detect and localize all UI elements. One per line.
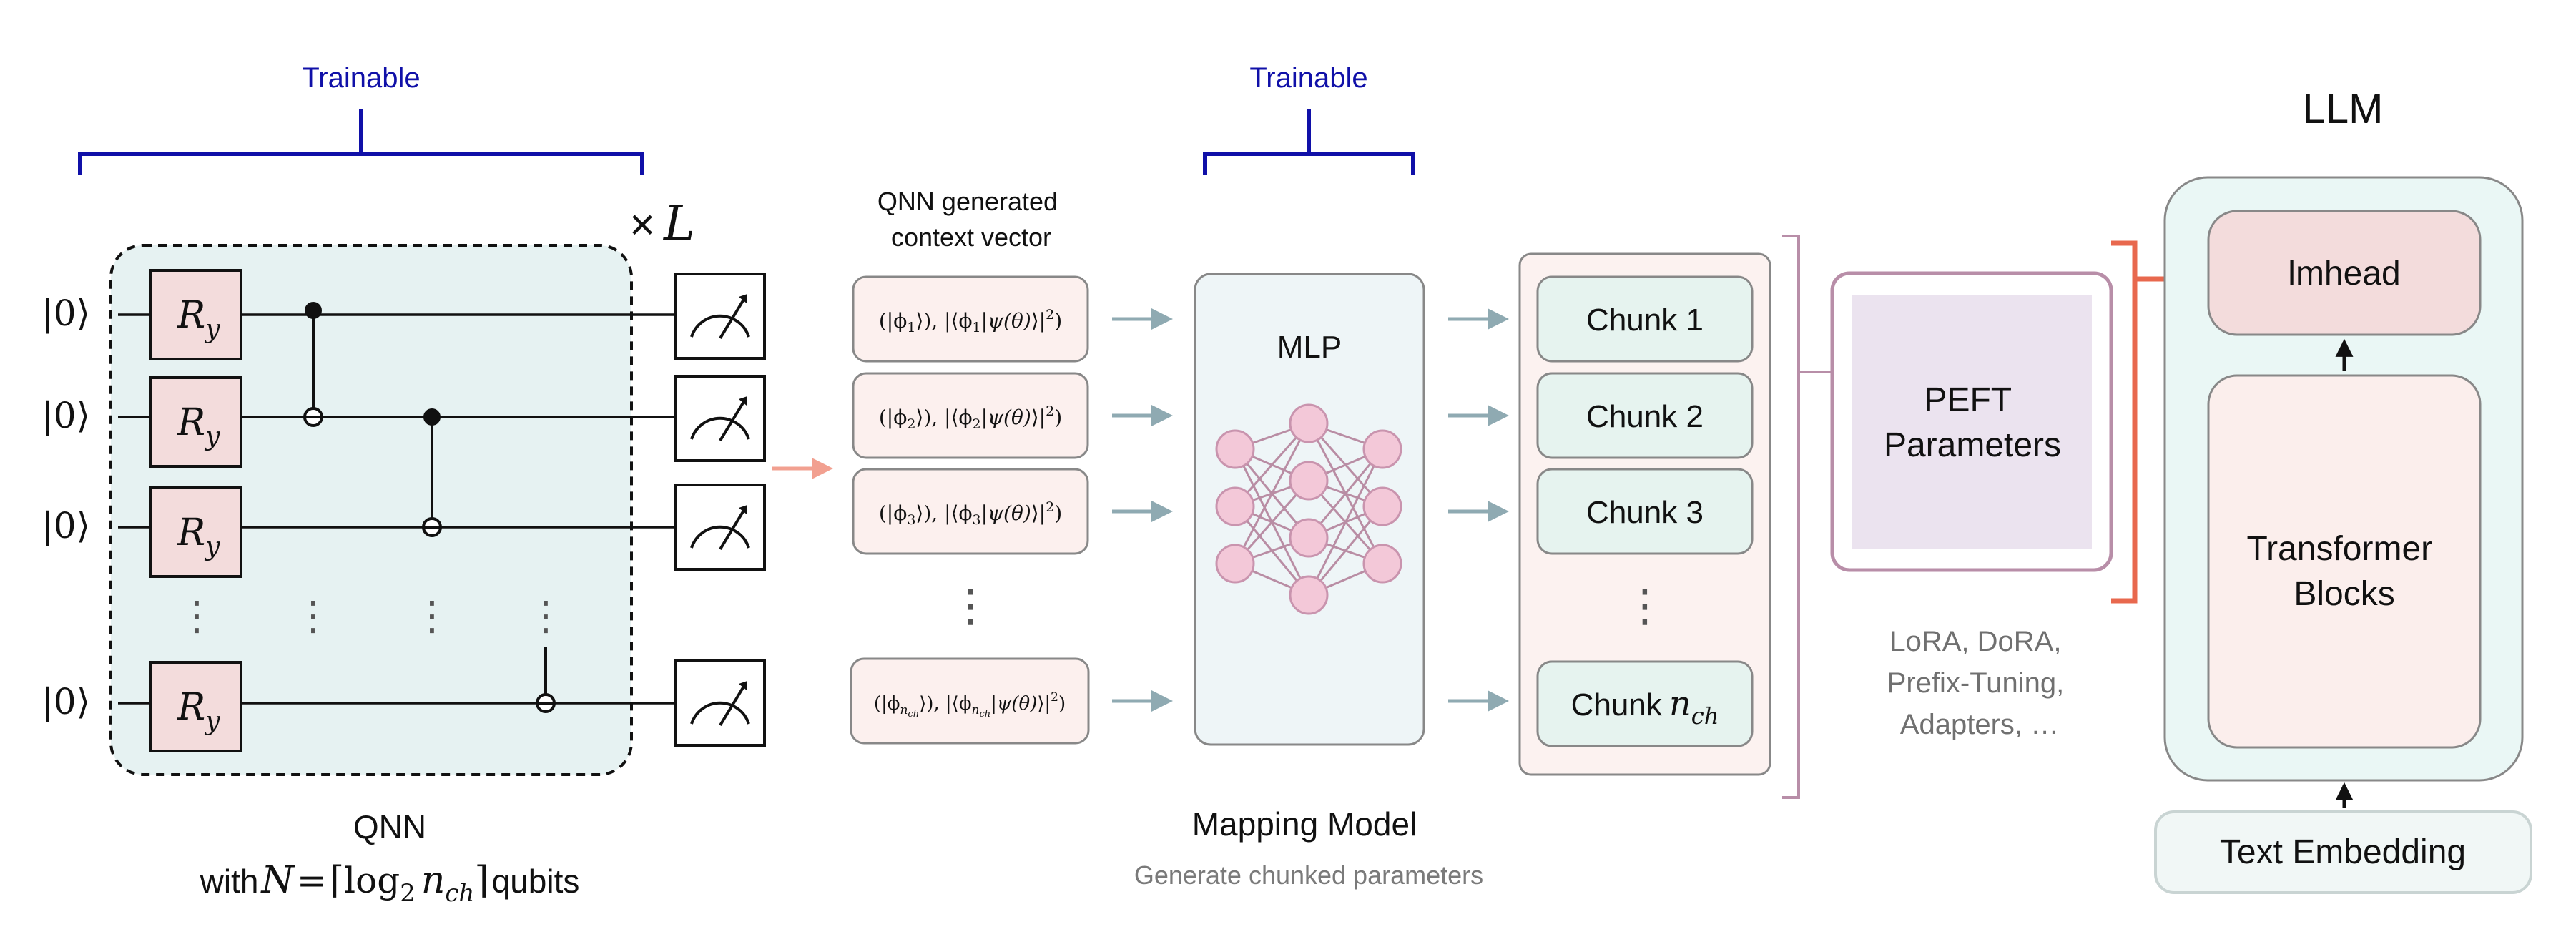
svg-text:⋮: ⋮ [177, 593, 217, 638]
svg-text:(|ϕnch⟩), |⟨ϕnch|ψ(θ)⟩|2): (|ϕnch⟩), |⟨ϕnch|ψ(θ)⟩|2) [874, 690, 1066, 720]
ket-labels: |0⟩ |0⟩ |0⟩ |0⟩ [41, 293, 90, 722]
svg-text:⋮: ⋮ [412, 593, 452, 638]
svg-text:Ry: Ry [177, 401, 220, 451]
measurement-meter-icon [674, 484, 766, 571]
repeat-variable: L [663, 196, 695, 251]
svg-text:Ry: Ry [177, 294, 220, 344]
peft-methods: LoRA, DoRA, Prefix-Tuning, Adapters, … [1887, 626, 2073, 740]
vector-to-mlp-arrows [1112, 308, 1173, 712]
neural-network-icon [1215, 403, 1402, 615]
qnn-ellipsis: ⋮ ⋮ ⋮ ⋮ [177, 593, 566, 638]
peft-section: PEFT Parameters LoRA, DoRA, Prefix-Tunin… [1830, 271, 2113, 740]
llm-title: LLM [2303, 86, 2384, 132]
measurement-meter-icon [674, 659, 766, 747]
svg-text:Transformer Blocks: Transformer Blocks [2247, 530, 2442, 613]
cnot-gate [303, 302, 323, 427]
svg-text:(|ϕ3⟩), |⟨ϕ3|ψ(θ)⟩|2): (|ϕ3⟩), |⟨ϕ3|ψ(θ)⟩|2) [879, 499, 1062, 528]
svg-text:Ry: Ry [177, 686, 220, 736]
chunks-to-peft-bracket [1782, 235, 1832, 799]
transformer-blocks-box: Transformer Blocks [2207, 374, 2482, 749]
llm-section: LLM lmhead Transformer Blocks Text Embed… [2154, 86, 2532, 894]
svg-text:Chunk 3: Chunk 3 [1586, 495, 1704, 530]
mapping-trainable-bracket [1203, 109, 1415, 175]
ry-gate: Ry [149, 486, 242, 578]
repeat-times-symbol: × [629, 200, 655, 250]
mlp-box [1194, 273, 1425, 746]
chunk-box: Chunk 3 [1536, 468, 1754, 555]
cnot-gate [536, 647, 556, 713]
ket-label: |0⟩ [41, 505, 90, 546]
svg-text:Chunk 1: Chunk 1 [1586, 303, 1704, 338]
svg-text:⋮: ⋮ [293, 593, 333, 638]
mapping-model-title: Mapping Model [1192, 805, 1417, 843]
chunks-ellipsis: ⋮ [1623, 582, 1667, 631]
svg-text:(|ϕ1⟩), |⟨ϕ1|ψ(θ)⟩|2): (|ϕ1⟩), |⟨ϕ1|ψ(θ)⟩|2) [879, 307, 1062, 335]
ry-gate: Ry [149, 661, 242, 752]
qnn-section: Trainable × L |0⟩ |0⟩ |0⟩ |0⟩ Ry Ry [41, 62, 766, 908]
measurement-meter-icon [674, 375, 766, 462]
mapping-model-subtitle: Generate chunked parameters [1134, 860, 1483, 890]
peft-label: PEFT Parameters [1884, 381, 2061, 464]
qnn-trainable-bracket [78, 109, 644, 175]
svg-text:⋮: ⋮ [526, 593, 566, 638]
measurement-meter-icon [674, 273, 766, 360]
cnot-gate [422, 408, 442, 537]
context-vector-entry: (|ϕ2⟩), |⟨ϕ2|ψ(θ)⟩|2) [852, 372, 1089, 459]
svg-text:Ry: Ry [177, 511, 220, 561]
svg-text:Chunk 2: Chunk 2 [1586, 399, 1704, 434]
svg-text:lmhead: lmhead [2288, 255, 2400, 293]
qnn-trainable-label: Trainable [302, 62, 420, 94]
context-vector-entry: (|ϕ1⟩), |⟨ϕ1|ψ(θ)⟩|2) [852, 275, 1089, 363]
mapping-trainable-label: Trainable [1249, 62, 1367, 94]
qnn-caption-title: QNN [353, 808, 426, 845]
mlp-label: MLP [1277, 330, 1342, 365]
context-vector-section: QNN generated context vector (|ϕ1⟩), |⟨ϕ… [850, 187, 1090, 745]
context-vector-heading: QNN generated context vector [877, 187, 1065, 252]
peft-inner-box [1852, 295, 2092, 549]
ket-label: |0⟩ [41, 293, 90, 334]
svg-text:Text Embedding: Text Embedding [2220, 833, 2466, 871]
ket-label: |0⟩ [41, 395, 90, 436]
context-vector-entry: (|ϕnch⟩), |⟨ϕnch|ψ(θ)⟩|2) [850, 657, 1090, 745]
text-embedding-box: Text Embedding [2154, 810, 2532, 894]
ry-gate: Ry [149, 269, 242, 360]
chunk-box: Chunk 1 [1536, 275, 1754, 363]
mapping-model-section: Trainable MLP Mapping Model G [1134, 62, 1483, 890]
svg-text:(|ϕ2⟩), |⟨ϕ2|ψ(θ)⟩|2): (|ϕ2⟩), |⟨ϕ2|ψ(θ)⟩|2) [879, 403, 1062, 432]
lmhead-box: lmhead [2207, 210, 2482, 336]
chunk-box: Chunk 2 [1536, 372, 1754, 459]
mlp-to-chunk-arrows [1448, 308, 1509, 712]
ket-label: |0⟩ [41, 681, 90, 722]
ry-gate: Ry [149, 376, 242, 468]
context-vector-entry: (|ϕ3⟩), |⟨ϕ3|ψ(θ)⟩|2) [852, 468, 1089, 555]
context-vector-ellipsis: ⋮ [948, 582, 993, 631]
